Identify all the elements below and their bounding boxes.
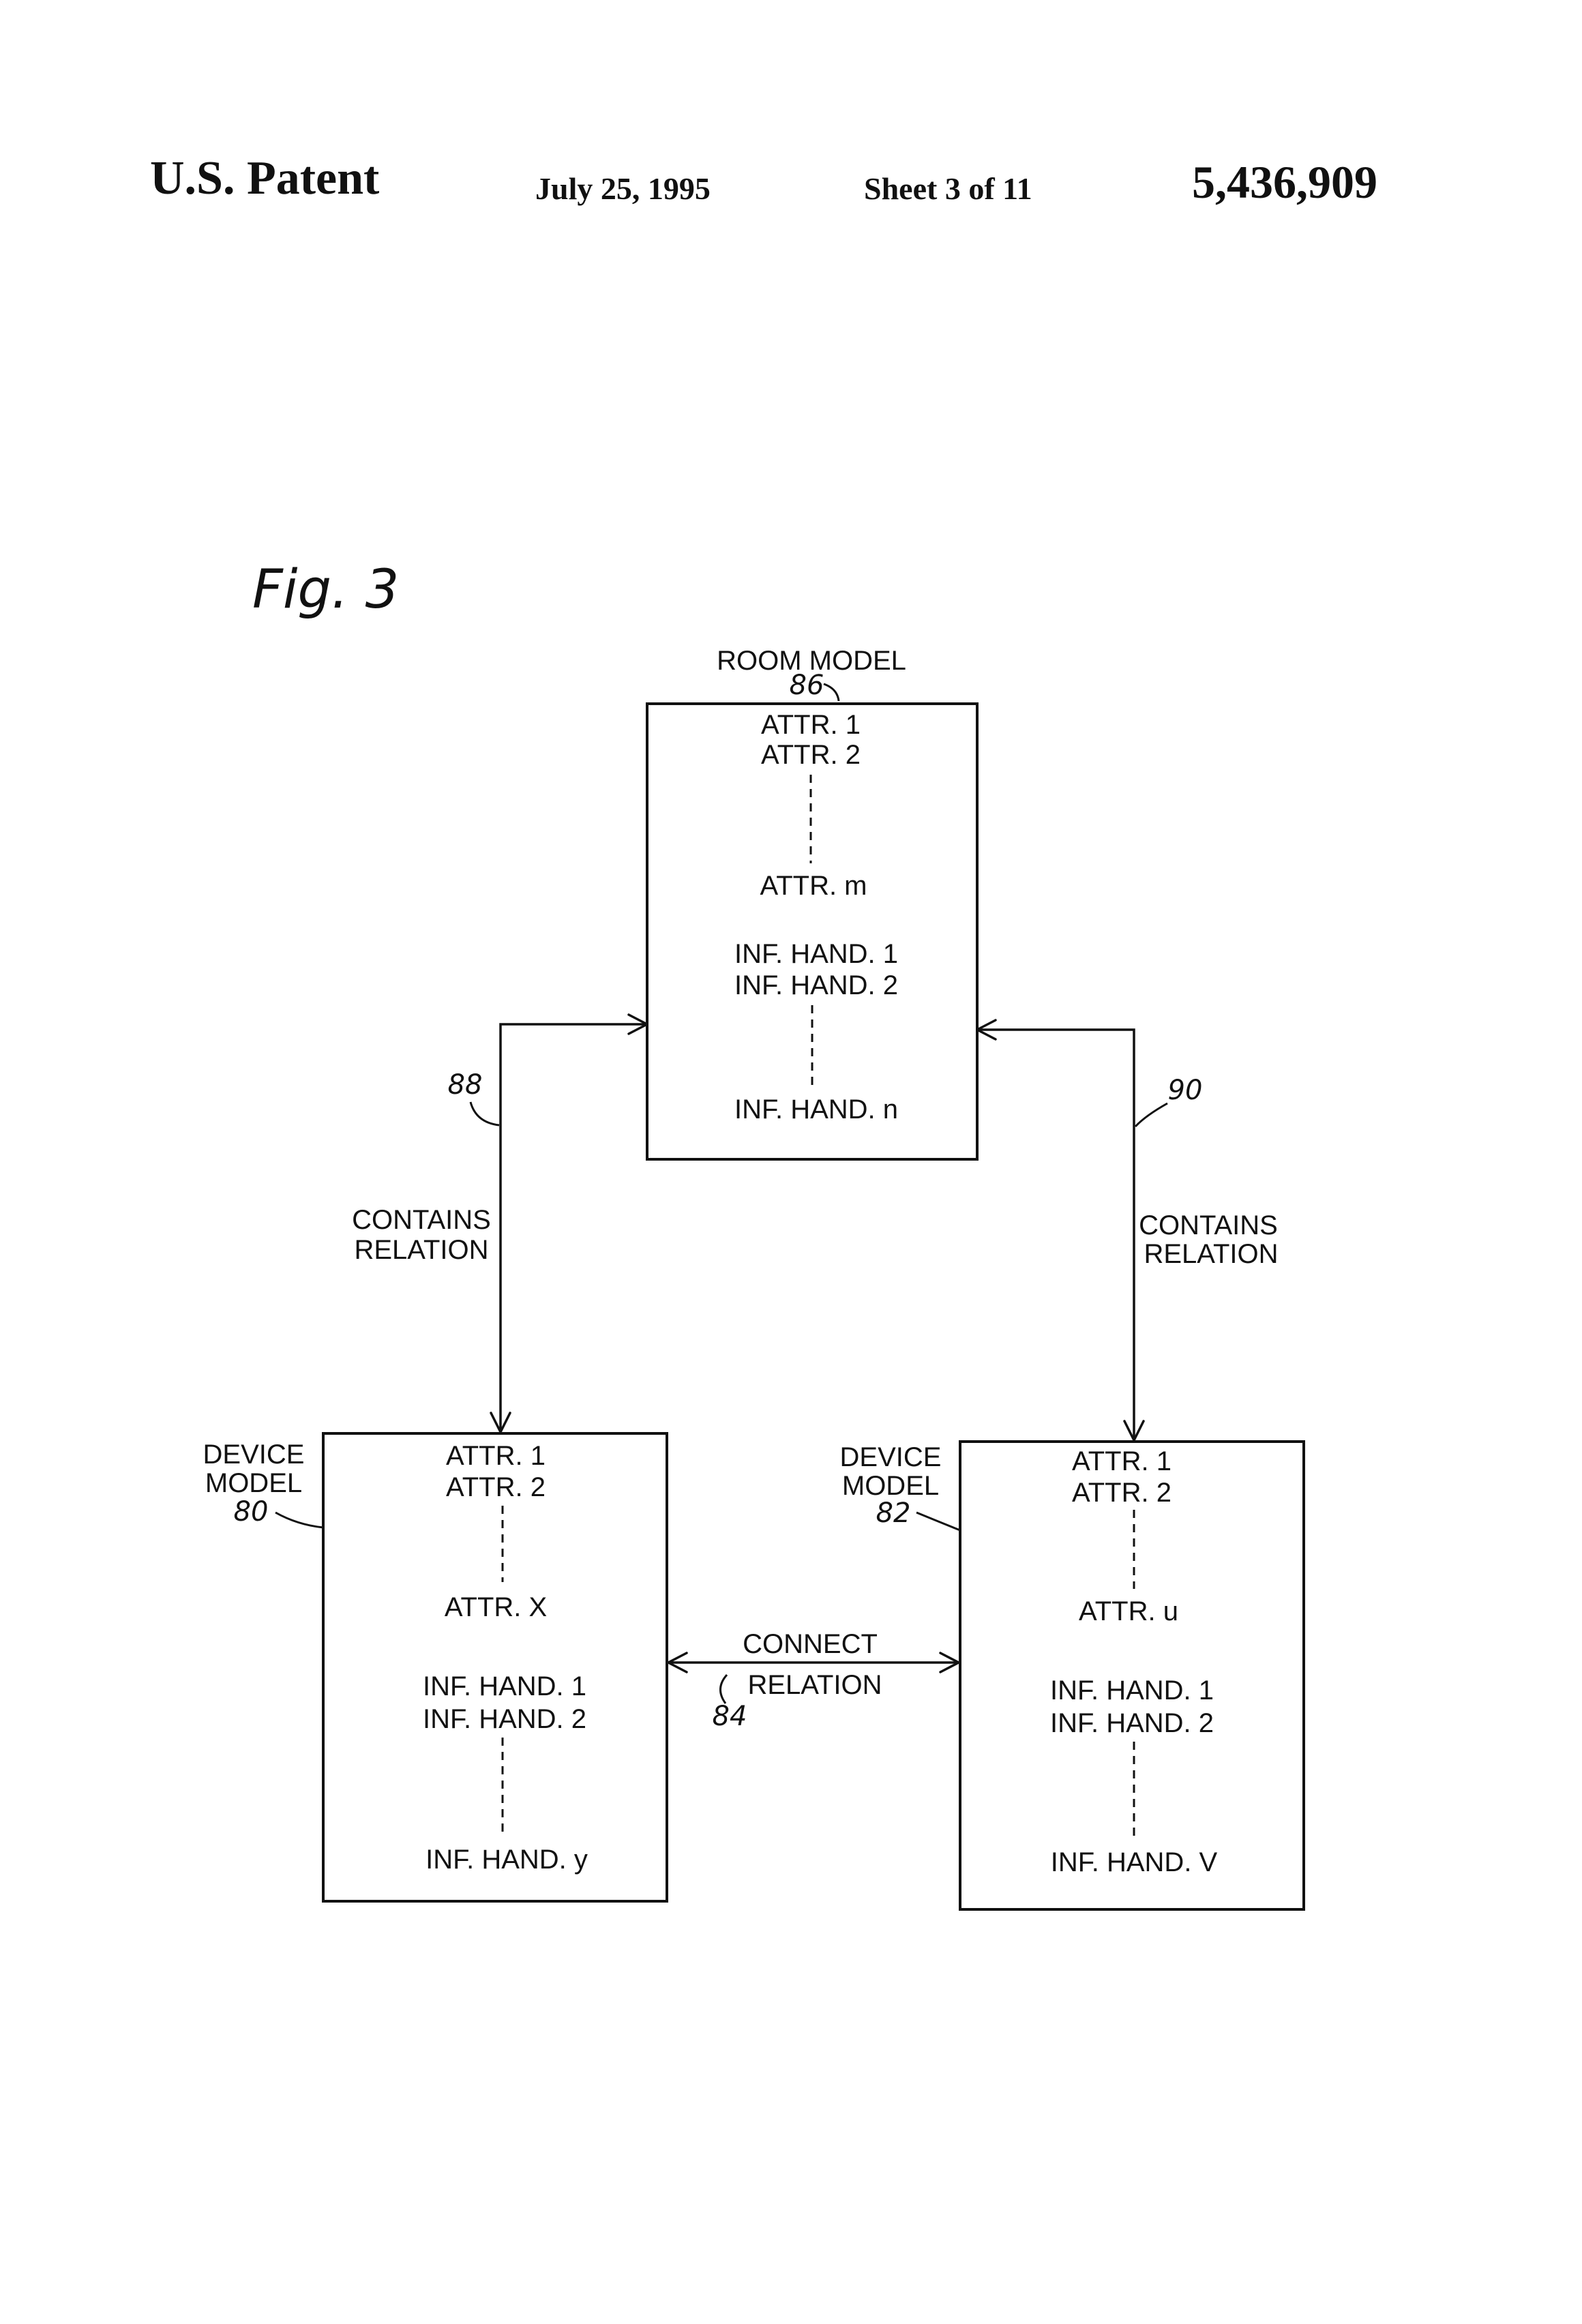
relation-90-ref: 90: [1168, 1075, 1203, 1106]
relation-88-ref: 88: [448, 1069, 483, 1101]
device-80-attr-2: ATTR. 2: [446, 1472, 546, 1502]
device-82-leader: [916, 1513, 960, 1530]
device-80-leader: [275, 1513, 323, 1528]
room-hand-2: INF. HAND. 2: [734, 970, 898, 1000]
relation-88-leader: [471, 1102, 499, 1125]
relation-84-ref: 84: [713, 1701, 747, 1732]
relation-88-label-line1: CONTAINS: [352, 1205, 491, 1235]
device-80-hand-1: INF. HAND. 1: [423, 1671, 586, 1701]
device-model-82-node: DEVICE MODEL 82 ATTR. 1 ATTR. 2 ATTR. u …: [840, 1442, 1304, 1909]
device-82-attr-2: ATTR. 2: [1072, 1478, 1171, 1508]
room-model-ref: 86: [790, 670, 824, 701]
relation-90-connector: [977, 1030, 1134, 1439]
device-80-attr-1: ATTR. 1: [446, 1441, 546, 1471]
device-82-ref: 82: [876, 1498, 911, 1529]
contains-relation-88: 88 CONTAINS RELATION: [352, 1015, 647, 1432]
relation-88-connector: [501, 1024, 647, 1431]
room-hand-n: INF. HAND. n: [734, 1094, 898, 1124]
device-82-title-line2: MODEL: [842, 1471, 939, 1501]
room-model-leader: [824, 684, 839, 701]
room-hand-1: INF. HAND. 1: [734, 939, 898, 969]
device-80-hand-y: INF. HAND. y: [426, 1845, 588, 1875]
room-attr-1: ATTR. 1: [761, 710, 861, 740]
relation-88-label-line2: RELATION: [354, 1235, 488, 1265]
relation-84-label-line2: RELATION: [747, 1670, 882, 1700]
device-80-attr-x: ATTR. X: [445, 1592, 547, 1622]
device-80-title-line2: MODEL: [205, 1468, 302, 1498]
device-82-title-line1: DEVICE: [840, 1442, 942, 1472]
contains-relation-90: 90 CONTAINS RELATION: [977, 1020, 1279, 1440]
device-80-hand-2: INF. HAND. 2: [423, 1704, 586, 1734]
device-82-hand-2: INF. HAND. 2: [1050, 1708, 1214, 1738]
room-attr-m: ATTR. m: [760, 871, 867, 901]
device-82-attr-1: ATTR. 1: [1072, 1446, 1171, 1476]
relation-84-label-line1: CONNECT: [743, 1629, 878, 1659]
device-82-hand-1: INF. HAND. 1: [1050, 1675, 1214, 1705]
device-82-attr-u: ATTR. u: [1079, 1596, 1178, 1626]
room-model-box: [647, 704, 977, 1159]
relation-90-leader: [1135, 1103, 1167, 1127]
device-82-hand-v: INF. HAND. V: [1051, 1847, 1218, 1877]
relation-90-label-line1: CONTAINS: [1139, 1210, 1278, 1240]
device-80-ref: 80: [234, 1496, 269, 1528]
device-80-title-line1: DEVICE: [203, 1440, 305, 1470]
relation-84-leader: [720, 1675, 727, 1703]
connect-relation-84: CONNECT RELATION 84: [668, 1629, 959, 1732]
relation-90-label-line2: RELATION: [1144, 1239, 1278, 1269]
device-model-80-node: DEVICE MODEL 80 ATTR. 1 ATTR. 2 ATTR. X …: [203, 1433, 667, 1901]
room-model-node: ROOM MODEL 86 ATTR. 1 ATTR. 2 ATTR. m IN…: [647, 646, 977, 1159]
room-attr-2: ATTR. 2: [761, 740, 861, 770]
device-80-box: [323, 1433, 667, 1901]
